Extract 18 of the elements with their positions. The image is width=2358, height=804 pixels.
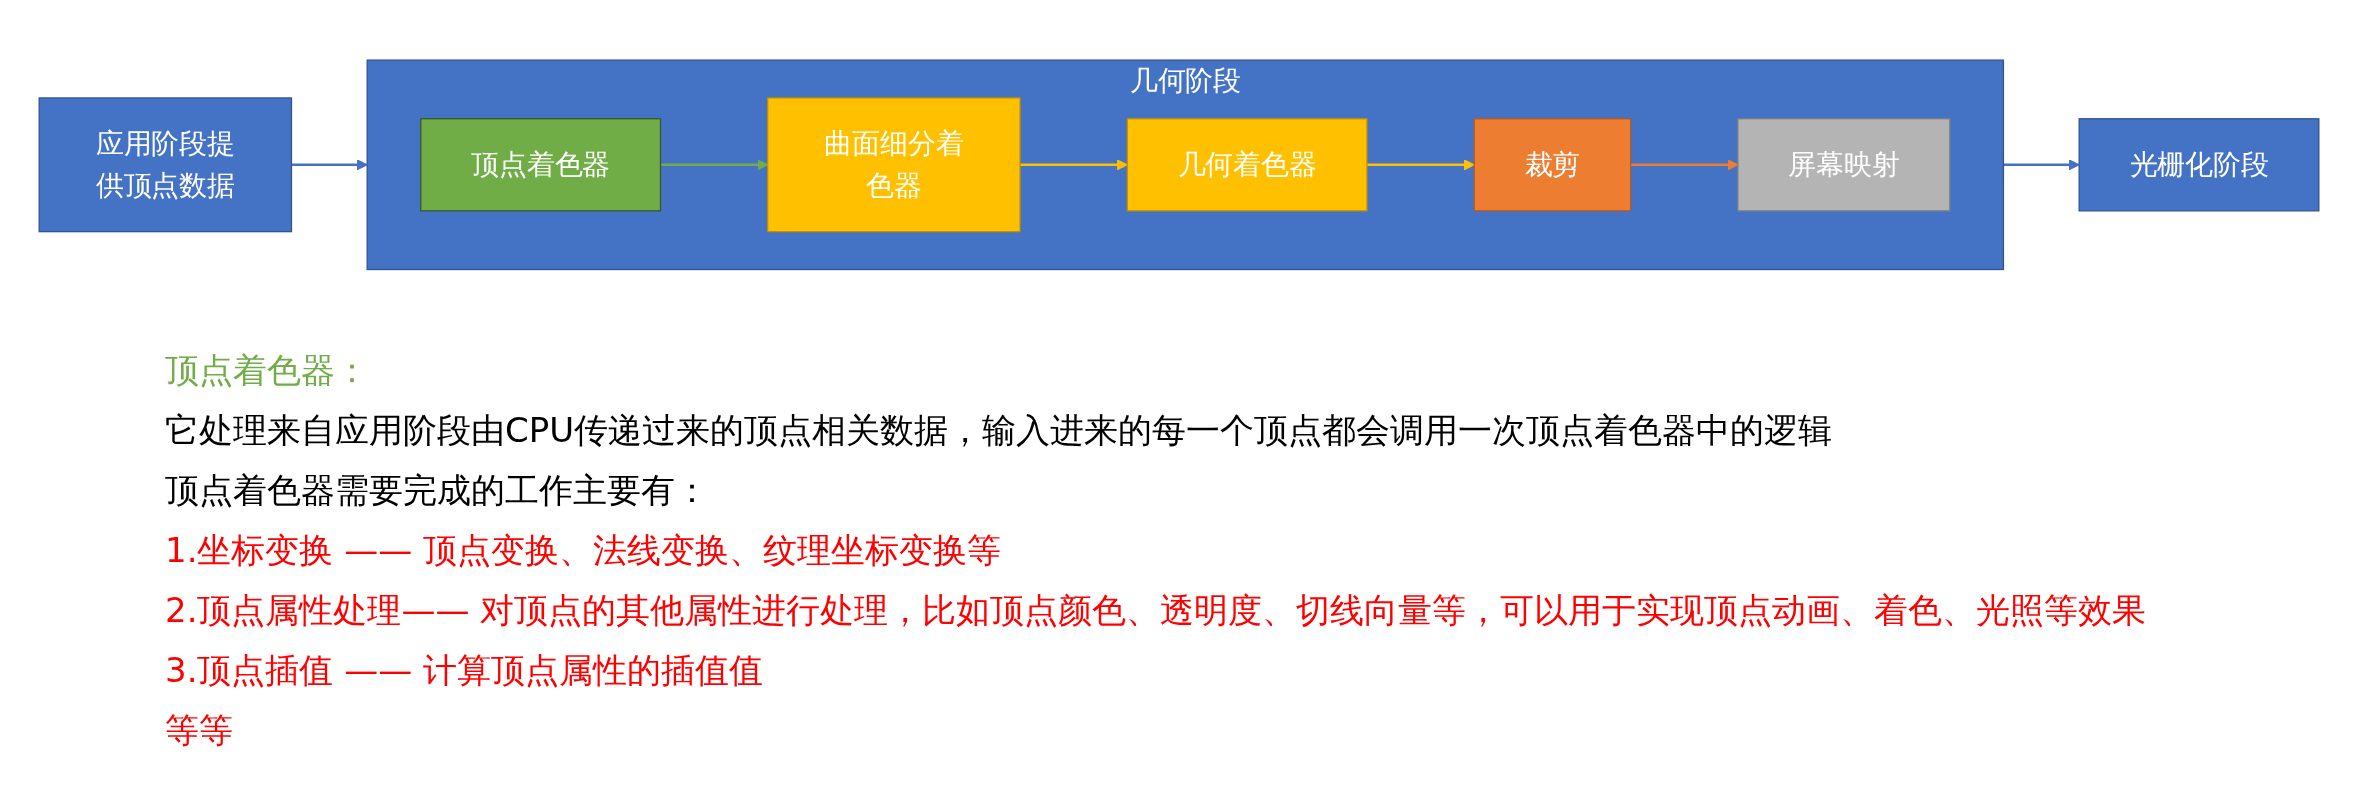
node-box: 屏幕映射 [1737,118,1951,212]
description-text: 顶点着色器需要完成的工作主要有： [165,469,710,512]
heading-text: 顶点着色器： [165,349,370,392]
arrow [1367,159,1475,171]
node-box: 裁剪 [1473,118,1632,212]
list-item-text: 2.顶点属性处理—— 对顶点的其他属性进行处理，比如顶点颜色、透明度、切线向量等，可以用于实现顶点动画、着色、光照等效果 [165,589,2148,632]
list-item-text: 3.顶点插值 —— 计算顶点属性的插值值 [165,649,765,692]
description-text: 它处理来自应用阶段由CPU传递过来的顶点相关数据，输入进来的每一个顶点都会调用一次顶点着色器中的逻辑 [165,409,1834,452]
node-box: 顶点着色器 [420,118,662,212]
node-box: 曲面细分着色器 [767,97,1021,233]
list-item-text: 等等 [165,709,234,752]
list-item-text: 1.坐标变换 —— 顶点变换、法线变换、纹理坐标变换等 [165,529,1003,572]
arrow [291,159,368,171]
arrow [2003,159,2080,171]
arrow [1020,159,1128,171]
node-box: 几何着色器 [1126,118,1368,212]
node-box: 应用阶段提供顶点数据 [38,97,293,233]
node-box: 光栅化阶段 [2078,118,2320,212]
